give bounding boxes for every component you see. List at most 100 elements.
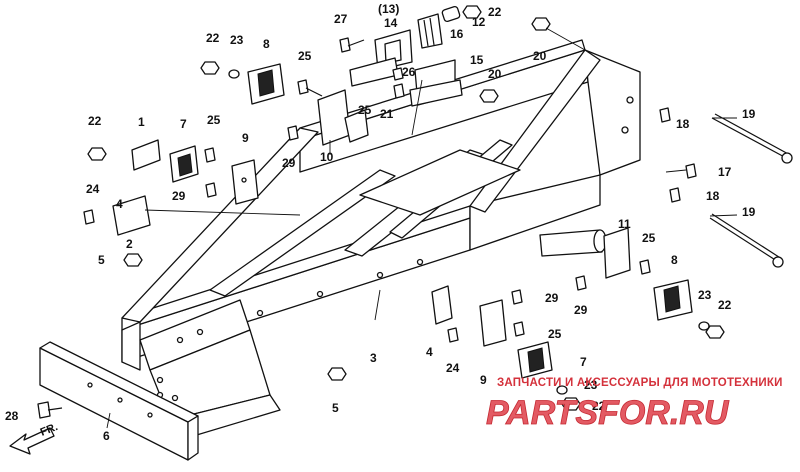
callout-29: 29: [574, 303, 588, 317]
nut-20-top: [531, 17, 551, 31]
plate-15: [349, 57, 463, 107]
callout-4: 4: [116, 197, 123, 211]
front-bumper-plate: [39, 341, 199, 461]
nut-22-right: [705, 325, 725, 339]
watermark-subtitle: ЗАПЧАСТИ И АКСЕССУАРЫ ДЛЯ МОТОТЕХНИКИ: [497, 377, 783, 389]
callout-1: 1: [138, 115, 145, 129]
callout-25: 25: [642, 231, 656, 245]
bracket-9-upper: [231, 159, 259, 205]
callout-8: 8: [263, 37, 270, 51]
bolt-25-upper: [297, 79, 323, 97]
bolt-25-left: [204, 147, 216, 163]
nut-22-lower: [561, 397, 581, 411]
bracket-9-lower: [479, 299, 507, 347]
bolt-26: [392, 67, 404, 81]
long-bolt-lower: [709, 213, 784, 268]
bolt-18-lower: [669, 187, 681, 203]
nut-22-top: [462, 5, 482, 19]
callout-14: 14: [384, 16, 398, 30]
nut-5-lower: [327, 367, 347, 381]
long-bolt-upper: [711, 113, 793, 164]
callout-22: 22: [592, 399, 606, 413]
bolt-29-upper: [205, 182, 217, 198]
callout-25: 25: [298, 49, 312, 63]
callout-25: 25: [207, 113, 221, 127]
callout-27: 27: [334, 12, 348, 26]
front-direction-label: FR.: [39, 421, 60, 439]
bolt-29-right: [575, 275, 587, 291]
nut-22-left: [87, 147, 107, 161]
callout-22: 22: [88, 114, 102, 128]
callout-25: 25: [548, 327, 562, 341]
engine-mount-8-lower: [653, 279, 693, 321]
callout-23: 23: [698, 288, 712, 302]
bolt-28: [37, 401, 63, 419]
callout-18: 18: [706, 189, 720, 203]
engine-mount-8-upper: [247, 63, 285, 105]
collar-12: [441, 5, 461, 23]
bolt-25-lower: [513, 321, 525, 337]
callout-21: 21: [380, 107, 394, 121]
callout-26: 26: [402, 65, 416, 79]
watermark-brand: PARTSFOR.RU: [486, 394, 730, 432]
washer-23-upper: [228, 69, 240, 79]
callout-29: 29: [282, 156, 296, 170]
mount-7-upper: [169, 145, 199, 183]
callout-24: 24: [446, 361, 460, 375]
callout-25: 25: [358, 103, 372, 117]
callout-15: 15: [470, 53, 484, 67]
callout-labels: 27 (13) 14 16 12 22 20 22 23 8 25 15 26 …: [5, 2, 756, 443]
callout-17: 17: [718, 165, 732, 179]
callout-24: 24: [86, 182, 100, 196]
callout-7: 7: [180, 117, 187, 131]
callout-23: 23: [584, 378, 598, 392]
callout-20: 20: [533, 49, 547, 63]
callout-16: 16: [450, 27, 464, 41]
callout-18: 18: [676, 117, 690, 131]
callout-22: 22: [718, 298, 732, 312]
bolt-27: [339, 37, 365, 53]
callout-19: 19: [742, 107, 756, 121]
front-direction-indicator: FR.: [9, 421, 60, 455]
bracket-2: [112, 195, 151, 236]
nut-20-mid: [479, 89, 499, 103]
bolt-29-mid: [287, 125, 299, 141]
front-arrow-icon: [9, 427, 55, 455]
washer-23-lower: [556, 385, 568, 395]
callout-29: 29: [172, 189, 186, 203]
callout-20: 20: [488, 67, 502, 81]
bolt-24-left: [83, 209, 95, 225]
callout-29: 29: [545, 291, 559, 305]
washer-23-right: [698, 321, 710, 331]
bracket-10: [317, 89, 369, 146]
callout-19: 19: [742, 205, 756, 219]
callout-5: 5: [332, 401, 339, 415]
callout-6: 6: [103, 429, 110, 443]
callout-2: 2: [126, 237, 133, 251]
callout-13: (13): [378, 2, 399, 16]
callout-28: 28: [5, 409, 19, 423]
bracket-1: [131, 139, 161, 171]
callout-3: 3: [370, 351, 377, 365]
callout-5: 5: [98, 253, 105, 267]
bolt-24-lower: [447, 327, 459, 343]
callout-22: 22: [488, 5, 502, 19]
nut-22-upper-left: [200, 61, 220, 75]
bracket-14: [374, 29, 413, 71]
bushing-16: [417, 13, 443, 49]
bolt-21: [393, 83, 405, 99]
bolt-17: [685, 163, 697, 179]
callout-9: 9: [242, 131, 249, 145]
callout-4: 4: [426, 345, 433, 359]
callout-10: 10: [320, 150, 334, 164]
bracket-11: [603, 227, 631, 279]
callout-7: 7: [580, 355, 587, 369]
bolt-25-right: [639, 259, 651, 275]
watermark: ЗАПЧАСТИ И АКСЕССУАРЫ ДЛЯ МОТОТЕХНИКИ PA…: [486, 377, 783, 432]
bolt-29-lower: [511, 289, 523, 305]
main-frame: [121, 39, 641, 441]
nut-5-left: [123, 253, 143, 267]
callout-11: 11: [618, 217, 631, 231]
callout-12: 12: [472, 15, 486, 29]
